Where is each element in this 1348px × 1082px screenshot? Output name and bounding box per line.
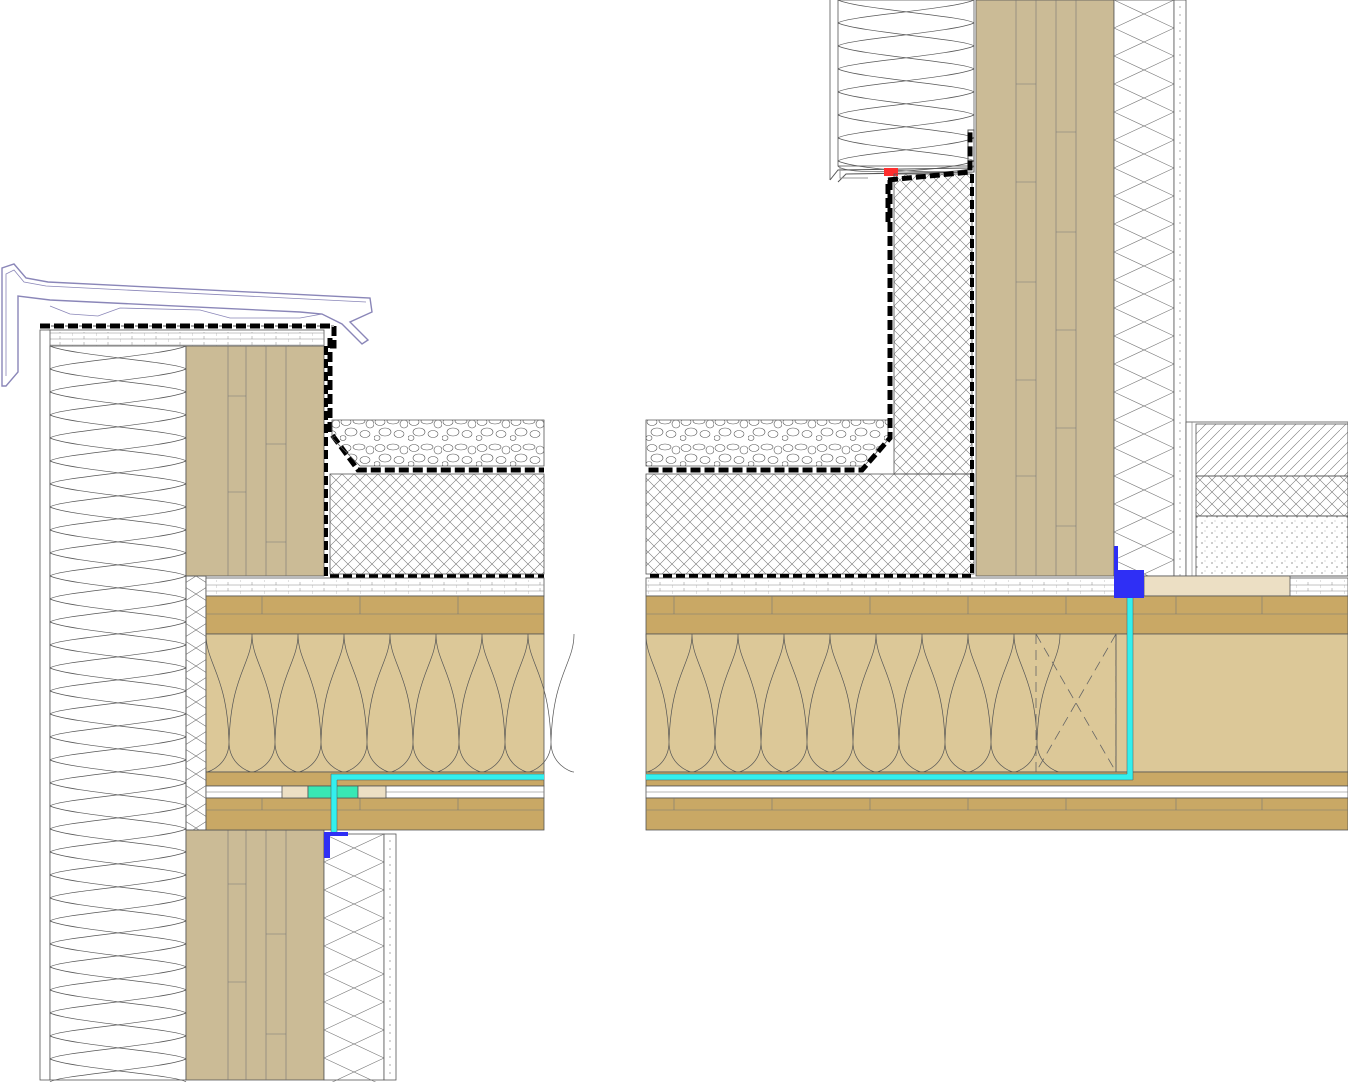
internal-lining-hatch-right — [1113, 0, 1175, 589]
floor-wool-lines — [205, 633, 575, 773]
parapet-coping-flashing — [1, 263, 373, 387]
clt-parapet-wall — [185, 345, 325, 577]
ceiling-band-right — [645, 797, 1348, 831]
external-wool-insulation — [49, 345, 187, 1081]
coping-ribs — [49, 305, 323, 319]
upper-wall-wool-loops — [837, 0, 975, 173]
clt-lower-wall — [185, 829, 325, 1081]
fibre-hatch-lines — [323, 833, 385, 1082]
floor-wool-lines — [645, 633, 1061, 773]
airtight-seal-left — [324, 832, 348, 858]
floor-wool-loops-right — [645, 633, 1061, 773]
packer-beige-left-a — [281, 785, 309, 799]
internal-wood-fibre-lining — [323, 833, 385, 1081]
wool-loop-lines-upper — [837, 0, 975, 173]
upstand-rigid-insulation — [893, 173, 973, 475]
vapour-control-layer-right — [646, 598, 1133, 780]
internal-wood-fibre-lining-right — [1113, 0, 1175, 577]
cladding-drip-flashing — [829, 129, 975, 183]
rigid-insulation-left — [329, 473, 545, 575]
parapet-upstand-membrane — [327, 338, 544, 473]
fibre-hatch-lines — [1113, 0, 1175, 589]
red-sealant-bead — [884, 168, 898, 176]
floor-board-hatched — [1195, 423, 1348, 477]
wool-insulation-floor-left — [205, 633, 545, 773]
internal-lining-hatch — [323, 833, 385, 1082]
floor-rigid-insulation — [1195, 475, 1348, 517]
coping-inner-line — [5, 269, 367, 376]
solid-timber-beam — [1115, 633, 1348, 773]
packer-beige-left-b — [357, 785, 387, 799]
rigid-insulation-right — [645, 473, 975, 575]
floor-screed — [1195, 515, 1348, 577]
noggin-dashed-cross — [1035, 633, 1117, 773]
gravel-ballast-right — [645, 419, 889, 467]
vapour-control-layer-left — [331, 774, 544, 832]
upper-wall-insulation-panel — [837, 0, 975, 167]
window-sill-flashing — [839, 166, 868, 179]
parapet-inner-membrane — [324, 346, 544, 578]
airtight-seal-right — [1114, 546, 1144, 598]
upstand-membrane-face — [646, 180, 893, 473]
clt-wall-right — [975, 0, 1115, 577]
joist-top-band-left — [205, 595, 545, 635]
rim-fibre-board — [185, 575, 207, 831]
joist-top-band-right — [645, 595, 1348, 635]
floor-wool-loops-left — [205, 633, 575, 773]
outer-cladding-board — [39, 329, 51, 1081]
internal-board — [383, 833, 397, 1081]
wool-loops-left — [49, 345, 187, 1082]
wool-loop-lines — [49, 345, 187, 1082]
left-parapet-detail — [1, 263, 575, 1082]
floor-packer-right — [1143, 575, 1291, 597]
gravel-ballast-left — [331, 419, 545, 467]
right-upstand-detail — [645, 0, 1348, 831]
ceiling-band-left — [205, 797, 545, 831]
upstand-membrane-inner — [646, 174, 974, 578]
